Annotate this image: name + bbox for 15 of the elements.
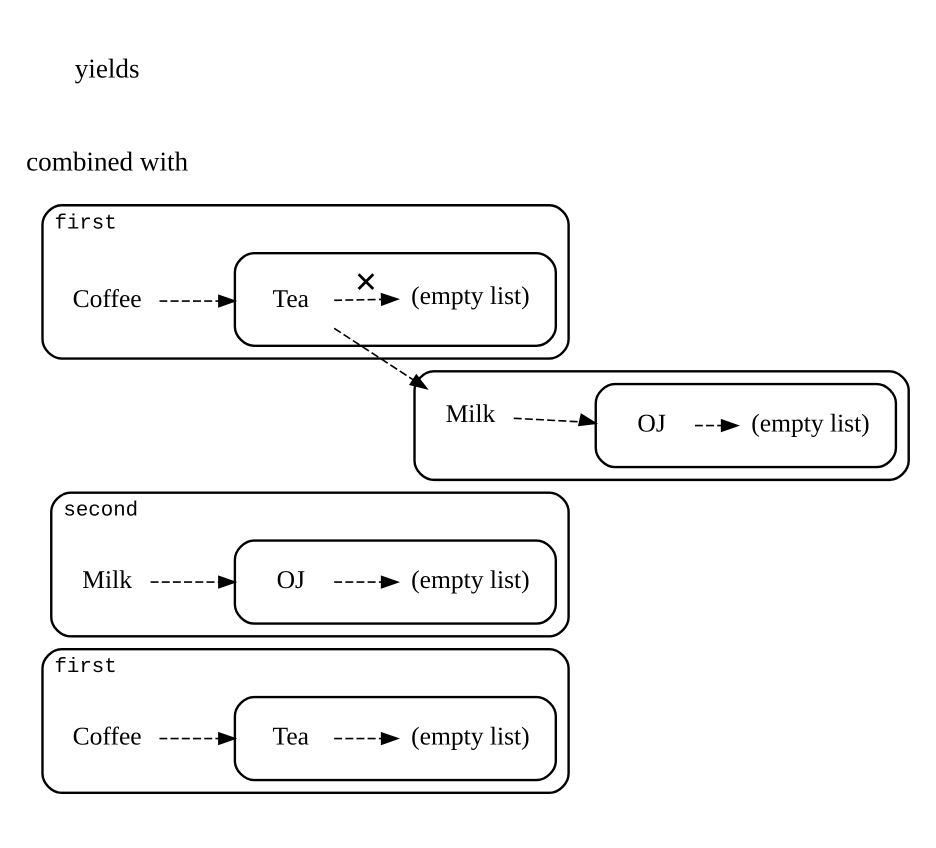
node-text: Milk bbox=[446, 399, 496, 428]
node-text: (empty list) bbox=[411, 722, 530, 751]
node-text: Tea bbox=[272, 722, 310, 751]
node-text: Tea bbox=[272, 284, 310, 314]
node-text: (empty list) bbox=[411, 280, 530, 310]
node-text: OJ bbox=[276, 565, 305, 594]
node-text: (empty list) bbox=[751, 408, 870, 438]
label: yields bbox=[74, 54, 140, 84]
label: combined with bbox=[26, 146, 188, 176]
node-text: Milk bbox=[82, 565, 132, 594]
node-text: (empty list) bbox=[411, 565, 530, 594]
node-text: Coffee bbox=[72, 722, 142, 751]
edge-label: ✕ bbox=[354, 267, 378, 300]
node-text: Coffee bbox=[72, 284, 142, 314]
node-text: OJ bbox=[637, 408, 666, 438]
